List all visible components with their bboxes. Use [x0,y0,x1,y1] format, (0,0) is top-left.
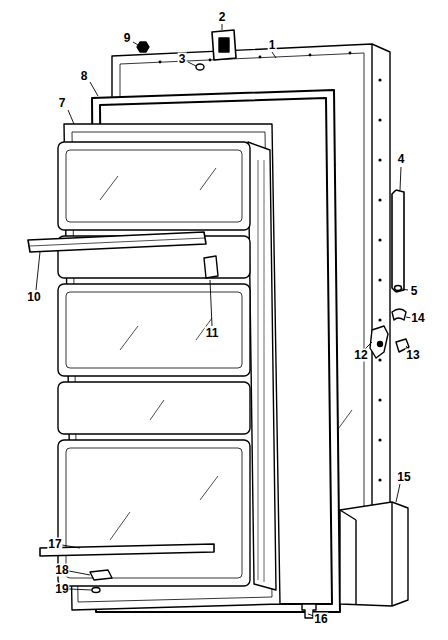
callout-number: 15 [396,471,411,484]
callout-number: 5 [410,285,419,298]
bottom-rail [40,544,214,556]
callout-number: 2 [218,11,227,24]
callout-number: 1 [268,39,277,52]
callout-number: 7 [58,97,67,110]
door-hinge [370,326,388,358]
liner-shelves [58,142,250,586]
callout-number: 10 [26,291,41,304]
hinge-cover [340,502,408,606]
screw [92,588,100,593]
latch [392,309,406,320]
callout-number: 17 [47,538,62,551]
hinge-bracket [212,30,236,60]
rail-clip [90,570,112,580]
door-handle [392,190,404,292]
callout-number: 18 [54,564,69,577]
shelf-rail [28,232,206,252]
screw [196,64,204,70]
callout-number: 9 [123,32,132,45]
callout-number: 3 [178,53,187,66]
screw [395,286,402,291]
callout-number: 12 [353,349,368,362]
leader-lines [36,24,411,616]
rail-clip [204,256,218,278]
callout-number: 13 [405,349,420,362]
callout-number: 8 [80,70,89,83]
callout-number: 11 [205,327,220,340]
callout-number: 19 [54,583,69,596]
callout-number: 16 [313,613,328,626]
callout-number: 14 [410,312,425,325]
nut [137,42,149,52]
callout-number: 4 [397,153,406,166]
